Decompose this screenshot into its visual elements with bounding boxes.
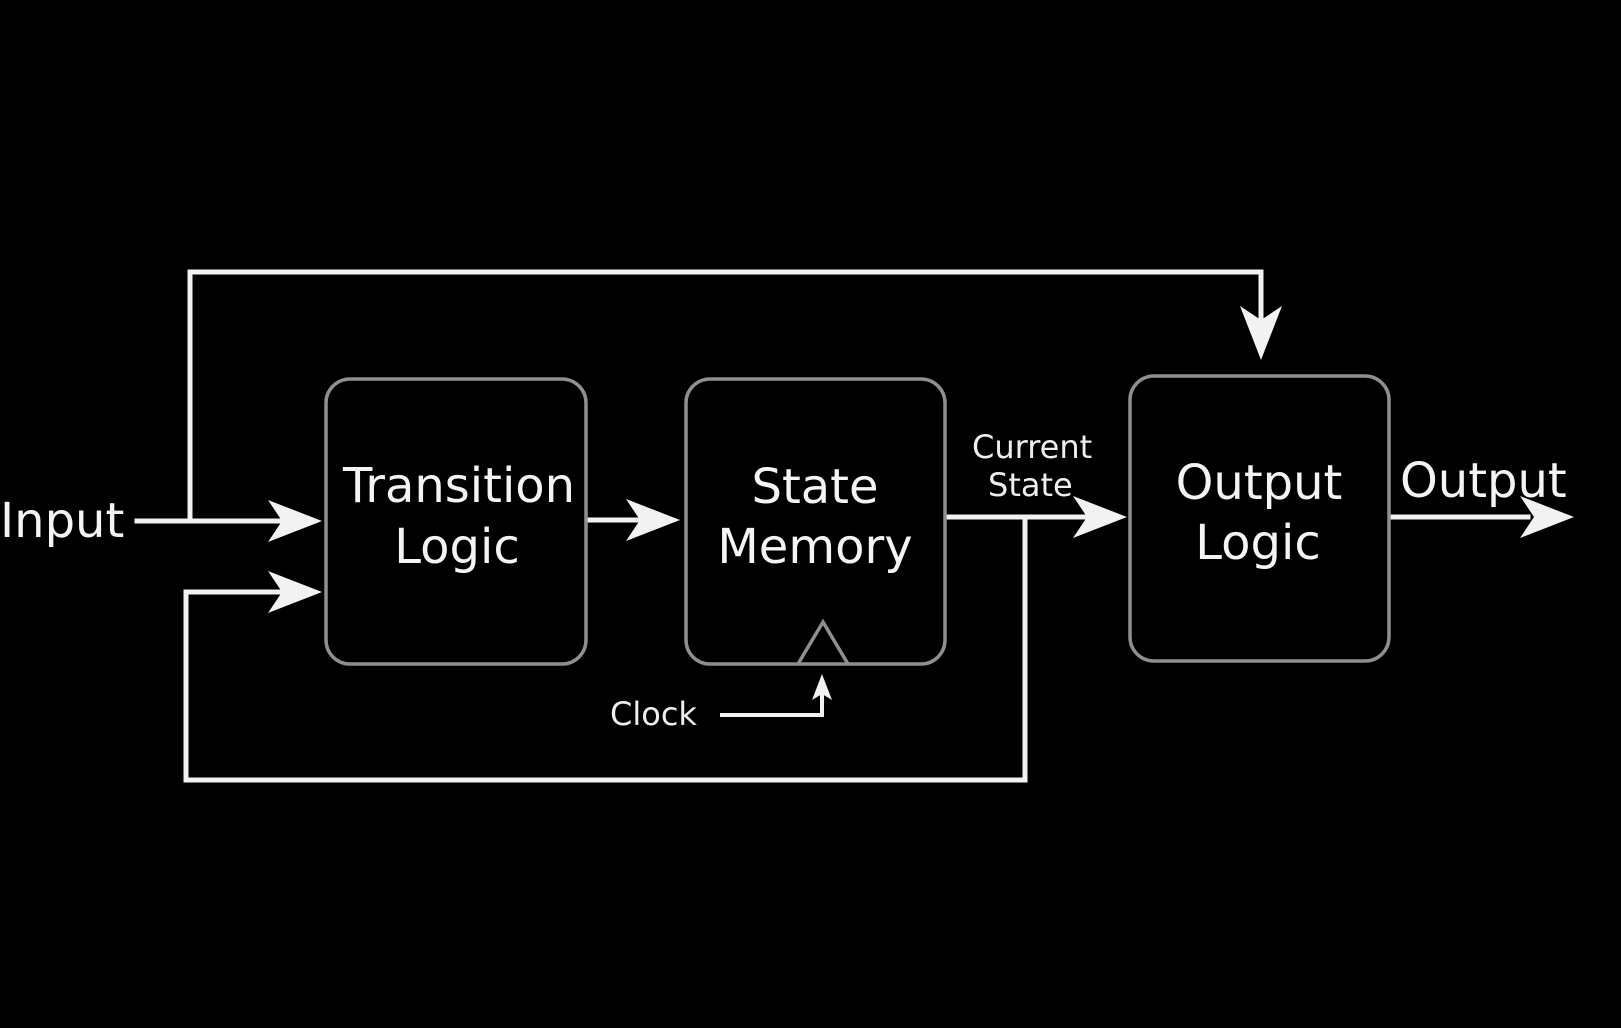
output-arrowhead: [1520, 496, 1574, 538]
output-label: Output: [1400, 453, 1567, 509]
next-state-arrowhead: [626, 499, 680, 541]
clock-triangle-icon: [796, 618, 850, 665]
clock-wire: [720, 693, 824, 717]
bypass-arrowhead: [1240, 306, 1282, 360]
current-state-label-line2: State: [988, 466, 1073, 504]
input-bypass-wire: [187, 269, 1264, 524]
output-logic-block: Output Logic: [1128, 374, 1391, 663]
current-state-label-line1: Current: [972, 428, 1092, 466]
state-memory-block: State Memory: [684, 377, 947, 666]
input-arrowhead: [268, 500, 322, 542]
state-memory-label-line1: State: [751, 459, 878, 515]
transition-logic-label-line2: Logic: [394, 519, 519, 575]
output-logic-label-line1: Output: [1176, 455, 1343, 511]
current-state-arrowhead: [1073, 496, 1127, 538]
clock-arrowhead: [812, 674, 832, 700]
transition-logic-block: Transition Logic: [324, 377, 588, 666]
transition-logic-label-line1: Transition: [342, 458, 575, 514]
feedback-wire: [183, 514, 1028, 783]
input-label: Input: [0, 493, 124, 549]
clock-label: Clock: [610, 695, 697, 733]
state-memory-label-line2: Memory: [717, 519, 912, 575]
feedback-arrowhead: [268, 571, 322, 613]
output-logic-label-line2: Logic: [1195, 515, 1320, 571]
